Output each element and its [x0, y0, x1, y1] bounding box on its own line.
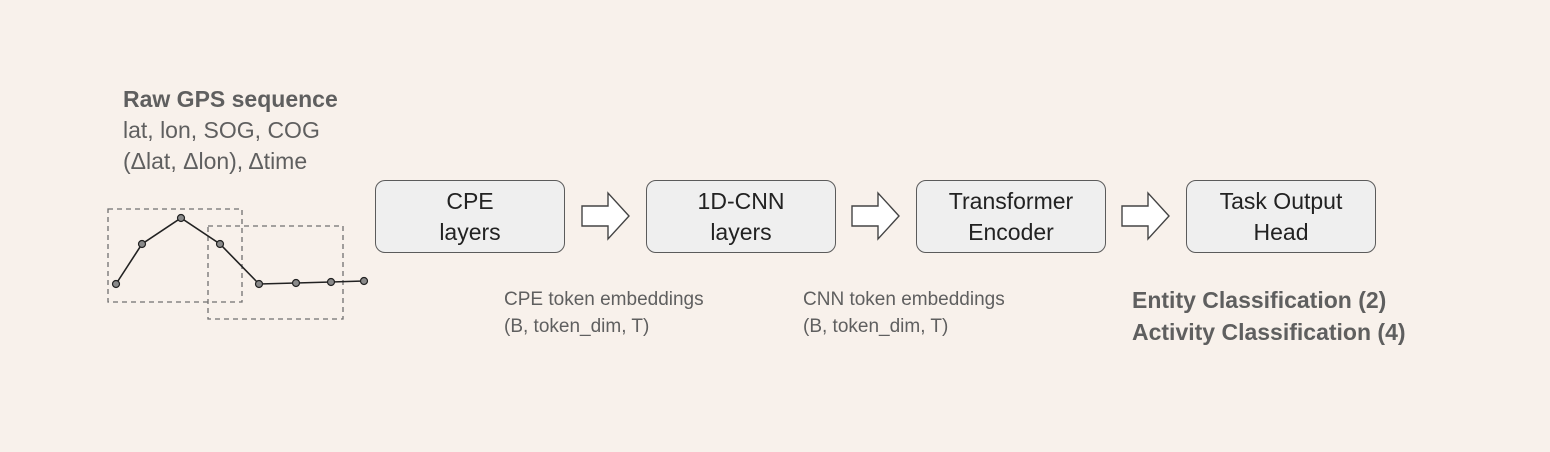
flow-arrow-icon: [851, 191, 900, 241]
transformer-box-line1: Transformer: [948, 187, 1074, 214]
cpe-note-line2: (B, token_dim, T): [504, 316, 650, 337]
gps-point: [137, 239, 147, 249]
head-box-line2: Head: [1253, 218, 1309, 245]
transformer-box-line2: Encoder: [968, 218, 1054, 245]
window-box-1: [107, 208, 243, 303]
cpe-box-line2: layers: [439, 218, 501, 245]
cpe-layers-box: CPE layers: [375, 180, 565, 253]
activity-classification-output: Activity Classification (4): [1132, 319, 1406, 345]
gps-point: [291, 278, 301, 288]
gps-point: [254, 279, 264, 289]
window-box-2: [207, 225, 344, 320]
cpe-box-line1: CPE: [446, 187, 494, 214]
cnn-note-line1: CNN token embeddings: [803, 289, 1005, 310]
cnn-box-line2: layers: [710, 218, 772, 245]
entity-classification-output: Entity Classification (2): [1132, 287, 1387, 313]
cnn-box-line1: 1D-CNN: [697, 187, 785, 214]
cnn-note-line2: (B, token_dim, T): [803, 316, 949, 337]
input-fields: lat, lon, SOG, COG: [123, 117, 320, 143]
flow-arrow-icon: [581, 191, 630, 241]
input-title: Raw GPS sequence: [123, 86, 338, 112]
gps-point: [359, 276, 369, 286]
transformer-encoder-box: Transformer Encoder: [916, 180, 1106, 253]
task-output-head-box: Task Output Head: [1186, 180, 1376, 253]
input-derived-fields: (Δlat, Δlon), Δtime: [123, 148, 308, 174]
gps-point: [111, 279, 121, 289]
gps-point: [215, 239, 225, 249]
cnn-layers-box: 1D-CNN layers: [646, 180, 836, 253]
flow-arrow-icon: [1121, 191, 1170, 241]
trajectory-line: [115, 217, 365, 285]
cpe-note-line1: CPE token embeddings: [504, 289, 704, 310]
head-box-line1: Task Output: [1219, 187, 1343, 214]
cpe-embeddings-note: CPE token embeddings (B, token_dim, T): [504, 286, 704, 340]
cnn-embeddings-note: CNN token embeddings (B, token_dim, T): [803, 286, 1005, 340]
gps-point: [326, 277, 336, 287]
gps-trajectory-illustration: [107, 208, 369, 320]
gps-point: [176, 213, 186, 223]
